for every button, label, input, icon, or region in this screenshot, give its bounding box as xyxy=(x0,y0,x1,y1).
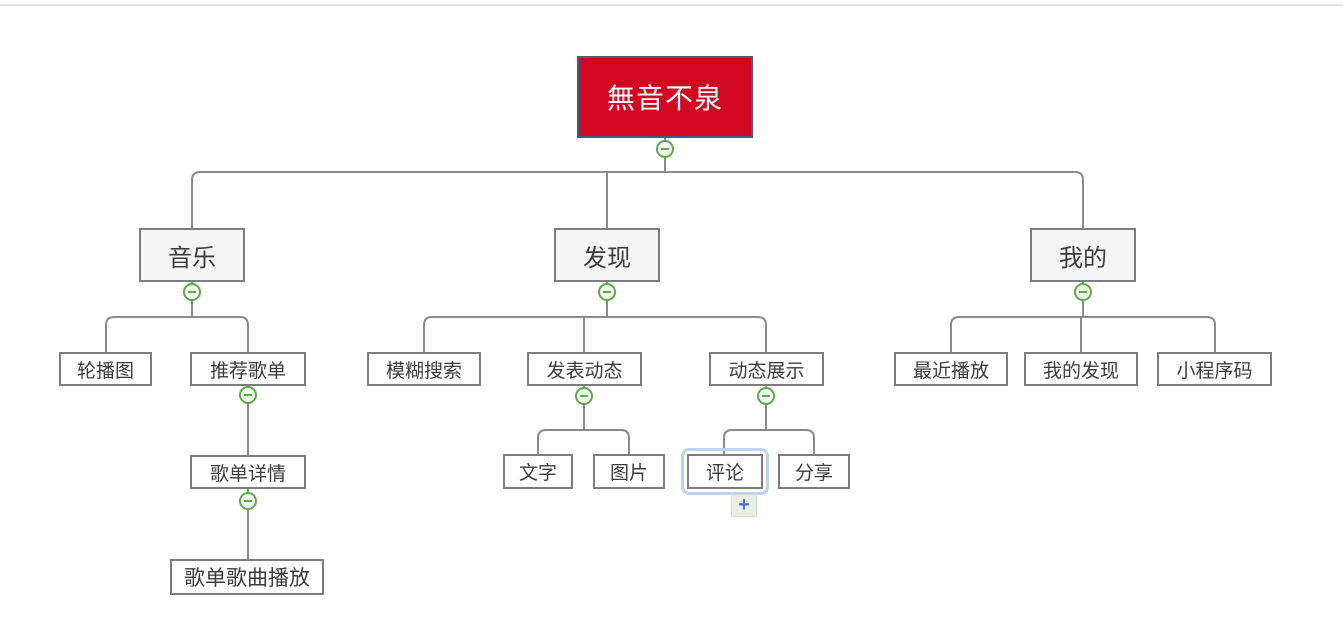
minus-icon xyxy=(244,394,252,396)
node-carousel[interactable]: 轮播图 xyxy=(59,352,152,386)
collapse-toggle-root[interactable] xyxy=(656,140,674,158)
top-divider xyxy=(0,4,1343,6)
node-playlist-song-play[interactable]: 歌单歌曲播放 xyxy=(170,559,324,595)
connector-path xyxy=(537,429,630,454)
minus-icon xyxy=(661,148,669,150)
node-mine[interactable]: 我的 xyxy=(1030,228,1136,282)
collapse-toggle-moment-display[interactable] xyxy=(757,387,775,405)
collapse-toggle-recommend-playlist[interactable] xyxy=(239,386,257,404)
node-recent-play[interactable]: 最近播放 xyxy=(894,352,1008,386)
connector-path xyxy=(723,429,815,454)
node-my-discovery[interactable]: 我的发现 xyxy=(1024,352,1138,386)
node-text[interactable]: 文字 xyxy=(503,454,573,489)
node-playlist-detail[interactable]: 歌单详情 xyxy=(190,455,306,489)
connector-path xyxy=(191,171,1084,228)
add-child-button[interactable]: + xyxy=(731,494,757,517)
minus-icon xyxy=(188,291,196,293)
connector-path xyxy=(950,316,1216,352)
minus-icon xyxy=(244,500,252,502)
node-comment[interactable]: 评论 xyxy=(681,448,769,495)
minus-icon xyxy=(603,291,611,293)
connector-path xyxy=(423,316,767,352)
node-moment-display[interactable]: 动态展示 xyxy=(709,352,824,386)
node-share[interactable]: 分享 xyxy=(778,454,850,489)
node-music[interactable]: 音乐 xyxy=(139,228,245,282)
connector-path xyxy=(105,316,249,352)
collapse-toggle-post-moment[interactable] xyxy=(575,387,593,405)
minus-icon xyxy=(580,395,588,397)
node-post-moment[interactable]: 发表动态 xyxy=(527,352,642,386)
node-root[interactable]: 無音不泉 xyxy=(577,56,753,138)
node-discover[interactable]: 发现 xyxy=(554,228,660,282)
collapse-toggle-discover[interactable] xyxy=(598,283,616,301)
minus-icon xyxy=(1079,291,1087,293)
node-recommend-playlist[interactable]: 推荐歌单 xyxy=(190,352,306,386)
collapse-toggle-mine[interactable] xyxy=(1074,283,1092,301)
node-image[interactable]: 图片 xyxy=(593,454,665,489)
collapse-toggle-music[interactable] xyxy=(183,283,201,301)
minus-icon xyxy=(762,395,770,397)
collapse-toggle-playlist-detail[interactable] xyxy=(239,492,257,510)
node-mini-program-code[interactable]: 小程序码 xyxy=(1157,352,1272,386)
node-fuzzy-search[interactable]: 模糊搜索 xyxy=(367,352,481,386)
